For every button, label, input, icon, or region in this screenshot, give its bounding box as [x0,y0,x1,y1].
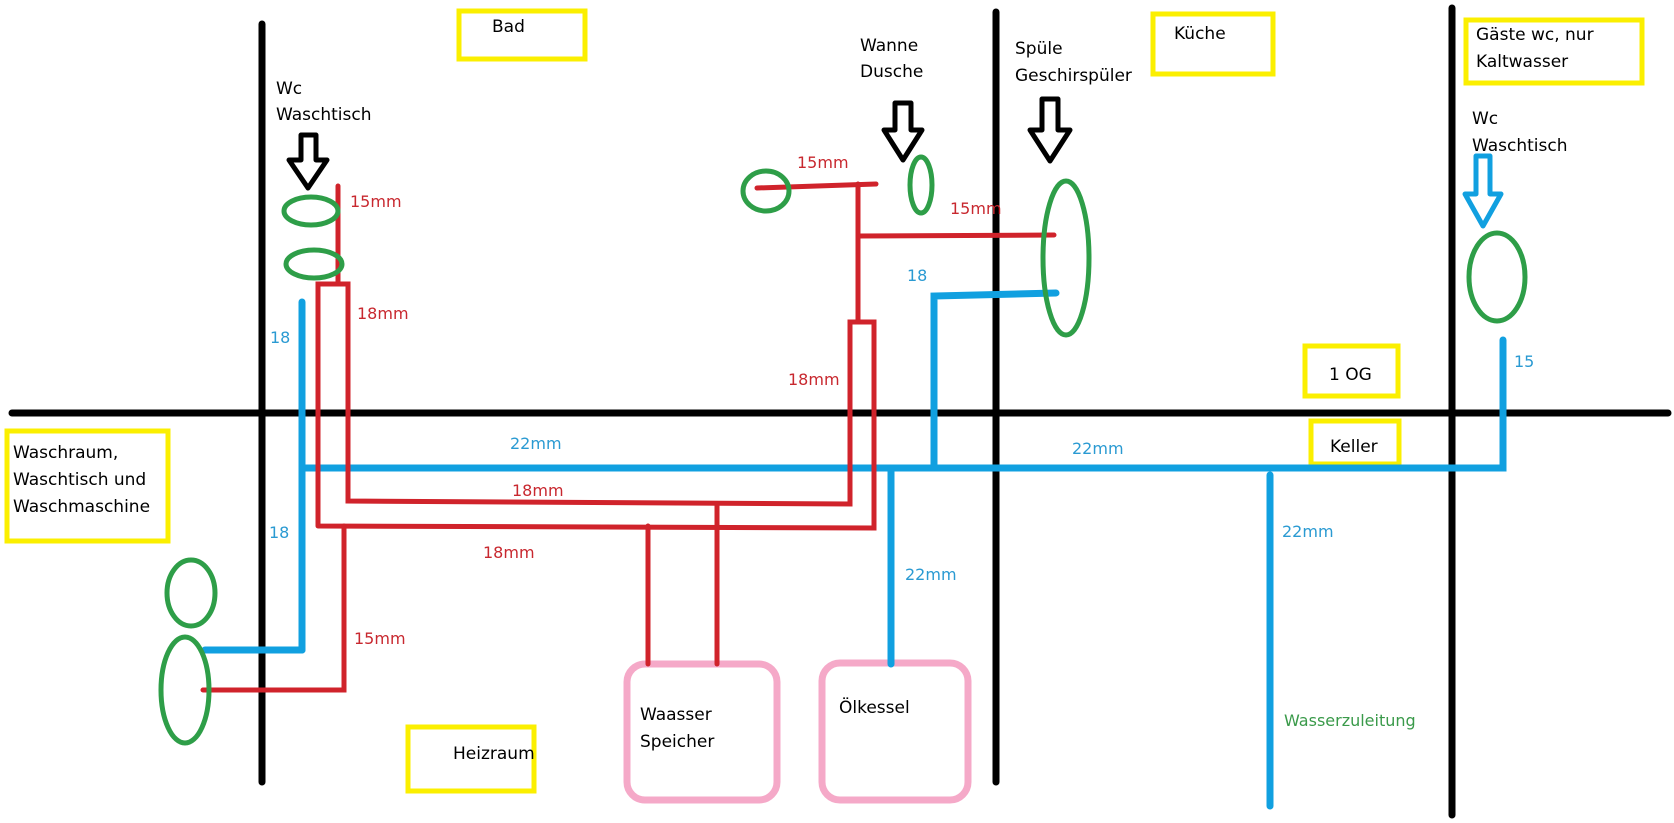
fixture-label-dusche: Dusche [860,62,923,82]
hot-waschraum-branch [200,523,347,693]
equipment-label-speicher-2: Speicher [640,732,714,752]
pipe-label-wanne-hot-15: 15mm [797,153,849,172]
room-label-boxes [4,8,1645,794]
oelkessel-tank [818,659,972,804]
fixture-bad-wc [281,194,341,228]
pipe-label-bad-hot-18: 18mm [357,304,409,323]
fixture-wanne [740,168,792,214]
room-label-heizraum: Heizraum [453,744,535,764]
room-box-gaeste-wc [1463,17,1645,86]
pipe-label-zuleitung-22: 22mm [1282,522,1334,541]
hot-kueche-branch [855,232,1057,239]
fixture-label-gaeste-waschtisch: Waschtisch [1472,136,1567,156]
fixture-waschtisch [164,557,218,629]
hot-bad-loop-outer [315,281,877,531]
equipment-label-oelkessel: Ölkessel [839,696,910,718]
cold-main-line [298,336,1507,654]
room-box-og [1302,343,1401,399]
fixture-label-wanne: Wanne [860,36,918,56]
hot-wanne-branch [754,181,879,191]
fixture-gaeste-wc [1466,230,1528,324]
arrow-down-icon [286,132,330,191]
arrow-down-icon [1027,96,1073,164]
room-label-waschraum-2: Waschtisch und [13,470,146,490]
room-box-waschraum [4,428,171,544]
arrow-down-icon [1462,153,1504,229]
fixture-bad-waschtisch [283,247,345,281]
fixture-label-bad-wc: Wc [276,79,302,99]
pipe-label-waschraum-hot-15: 15mm [354,629,406,648]
fixture-dusche [907,154,935,216]
fixture-kueche-spuele [1040,178,1092,338]
wasserspeicher-tank [623,660,781,804]
pipe-label-main-cold-22-left: 22mm [510,434,562,453]
pipe-label-hot-18-upper: 18mm [512,481,564,500]
hot-water-pipes [200,181,1057,693]
room-label-kueche: Küche [1174,24,1226,44]
arrow-down-icon [881,100,925,163]
pipe-label-bad-hot-15: 15mm [350,192,402,211]
pipe-label-hot-18-lower: 18mm [483,543,535,562]
arrows [286,96,1504,229]
room-box-heizraum [405,724,537,794]
room-box-keller [1308,418,1402,467]
fixtures [158,154,1528,746]
room-box-bad [456,8,588,62]
fixture-waschmaschine [158,634,212,746]
room-label-waschraum-1: Waschraum, [13,443,118,463]
pipe-label-kueche-hot-15: 15mm [950,199,1002,218]
pipe-label-gaeste-cold-15: 15 [1514,352,1534,371]
walls [8,4,1672,819]
pipe-label-kueche-cold-18: 18 [907,266,927,285]
room-label-waschraum-3: Waschmaschine [13,497,150,517]
equipment-tanks [623,659,972,804]
room-box-kueche [1150,11,1276,77]
fixture-label-geschirrspueler: Geschirspüler [1015,66,1132,86]
room-label-bad: Bad [492,17,525,37]
pipe-label-waschraum-cold-18: 18 [269,523,289,542]
fixture-label-gaeste-wc: Wc [1472,109,1498,129]
room-label-og: 1 OG [1329,365,1372,385]
cold-water-pipes [201,289,1507,810]
pipe-label-main-cold-22-right: 22mm [1072,439,1124,458]
cold-kueche-riser [930,289,1060,472]
fixture-label-spuele: Spüle [1015,39,1063,59]
room-label-gaeste-wc-1: Gäste wc, nur [1476,25,1594,45]
equipment-label-speicher-1: Waasser [640,705,712,725]
room-label-gaeste-wc-2: Kaltwasser [1476,52,1568,72]
room-label-keller: Keller [1330,437,1378,457]
pipe-label-riser-hot-18: 18mm [788,370,840,389]
pipe-label-wasserzuleitung: Wasserzuleitung [1284,711,1416,730]
fixture-label-bad-waschtisch: Waschtisch [276,105,371,125]
pipe-label-bad-cold-18: 18 [270,328,290,347]
pipe-label-kessel-cold-22: 22mm [905,565,957,584]
